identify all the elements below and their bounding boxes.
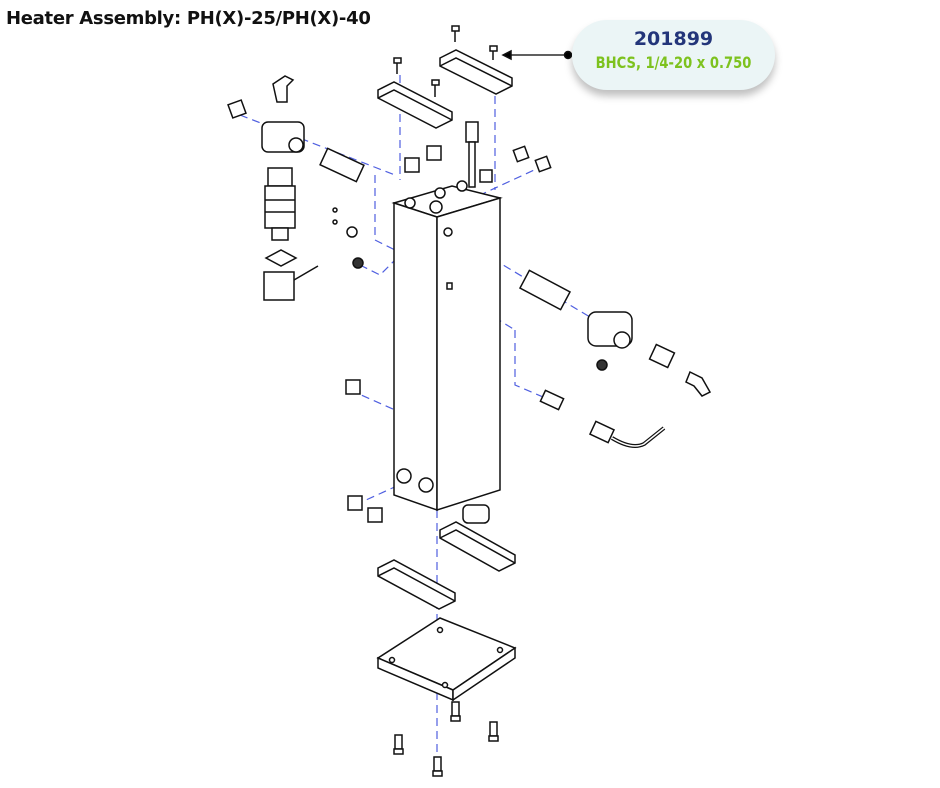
left-solenoid-assembly — [227, 75, 365, 301]
lower-fittings — [345, 379, 490, 524]
base-plate — [376, 617, 517, 702]
heater-block — [391, 180, 503, 512]
bottom-bracket-2 — [377, 559, 456, 610]
bottom-screws — [393, 701, 499, 777]
top-bracket-1 — [439, 49, 513, 95]
top-screws — [393, 25, 498, 97]
right-solenoid-assembly — [518, 269, 712, 448]
part-description: BHCS, 1/4-20 x 0.750 — [595, 53, 752, 72]
top-bracket-2 — [377, 81, 453, 129]
page-title: Heater Assembly: PH(X)-25/PH(X)-40 — [6, 8, 371, 29]
callout-leader — [501, 49, 573, 61]
part-callout: 201899 BHCS, 1/4-20 x 0.750 — [572, 20, 775, 90]
bottom-bracket-1 — [439, 521, 516, 572]
top-fittings — [404, 121, 552, 188]
part-number: 201899 — [633, 28, 714, 50]
